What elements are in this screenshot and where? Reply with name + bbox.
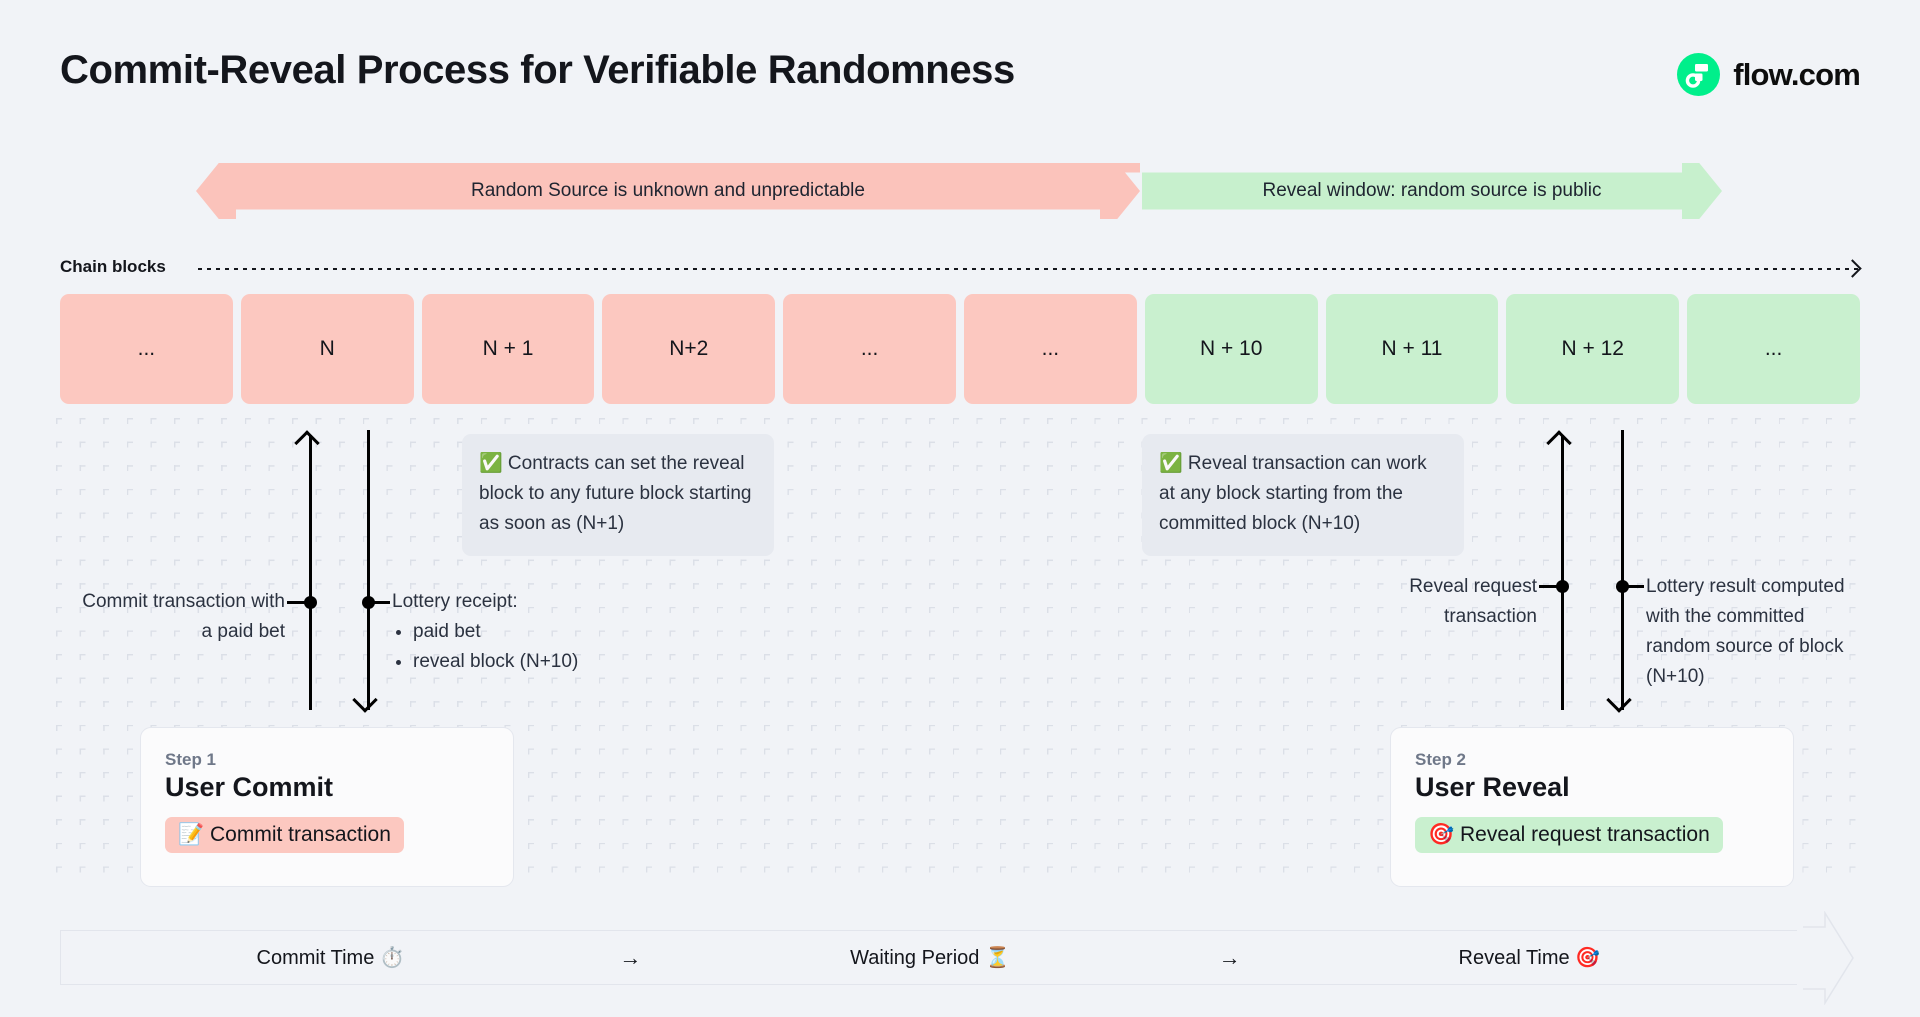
chain-block[interactable]: N+2 [602,294,776,404]
step-card-commit[interactable]: Step 1 User Commit 📝 Commit transaction [140,727,514,887]
chain-block[interactable]: ... [963,294,1137,404]
timeline-strip: Commit Time ⏱️ → Waiting Period ⏳ → Reve… [60,930,1800,985]
note-reveal-window: ✅ Reveal transaction can work at any blo… [1142,434,1464,556]
timeline-strip-arrowhead-icon [1797,911,1854,1005]
chain-block[interactable]: ... [60,294,233,404]
receipt-axis-down [367,430,370,710]
chain-block[interactable]: N + 1 [421,294,595,404]
label-commit-transaction: Commit transaction with a paid bet [82,591,285,642]
chain-block[interactable]: ... [1687,294,1860,404]
receipt-axis-down-arrow-icon [352,687,378,713]
step-card-reveal[interactable]: Step 2 User Reveal 🎯 Reveal request tran… [1390,727,1794,887]
reveal-axis-up-arrow-icon [1546,430,1572,456]
commit-transaction-pill[interactable]: 📝 Commit transaction [165,817,404,853]
chain-block[interactable]: ... [783,294,956,404]
chain-block[interactable]: N [240,294,414,404]
chain-block[interactable]: N + 12 [1506,294,1680,404]
timeline-segment-reveal: Reveal Time 🎯 [1458,947,1601,969]
chain-blocks-label: Chain blocks [60,257,166,276]
result-axis-stub [1622,585,1644,588]
brand-logo: flow.com [1677,53,1861,96]
chain-block[interactable]: N + 10 [1144,294,1318,404]
label-lottery-receipt: Lottery receipt: paid bet reveal block (… [392,587,682,677]
phase-banner-unknown: Random Source is unknown and unpredictab… [196,163,1140,219]
note-commit-window: ✅ Contracts can set the reveal block to … [462,434,774,556]
timeline-separator-arrow-icon: → [619,944,642,970]
label-lottery-receipt-title: Lottery receipt: [392,591,518,612]
timeline-segment-waiting: Waiting Period ⏳ [850,947,1010,969]
timeline-separator-arrow-icon: → [1218,944,1241,970]
list-item: paid bet [413,617,682,647]
step-card-reveal-title: User Reveal [1415,772,1570,802]
chain-blocks-row: ... N N + 1 N+2 ... ... N + 10 N + 11 N … [60,294,1860,404]
chain-timeline-arrow-icon [198,268,1858,270]
result-axis-down-arrow-icon [1606,687,1632,713]
phase-banner-reveal: Reveal window: random source is public [1142,163,1722,219]
step-card-commit-title: User Commit [165,772,334,802]
reveal-axis-up [1561,435,1564,710]
label-lottery-result: Lottery result computed with the committ… [1646,576,1845,687]
list-item: reveal block (N+10) [413,647,682,677]
phase-banner-unknown-label: Random Source is unknown and unpredictab… [471,180,865,201]
label-lottery-receipt-list: paid bet reveal block (N+10) [392,617,682,677]
brand-name: flow.com [1733,56,1861,92]
label-reveal-request: Reveal request transaction [1409,576,1537,627]
receipt-axis-stub [368,601,390,604]
phase-banner-reveal-label: Reveal window: random source is public [1262,180,1602,201]
commit-axis-stub [287,601,311,604]
flow-logo-icon [1677,53,1721,96]
page-title: Commit-Reveal Process for Verifiable Ran… [60,48,1015,92]
chain-block[interactable]: N + 11 [1325,294,1499,404]
commit-axis-up [309,435,312,710]
step-card-reveal-step: Step 2 [1415,750,1467,769]
reveal-request-transaction-pill[interactable]: 🎯 Reveal request transaction [1415,817,1723,853]
step-card-commit-step: Step 1 [165,750,217,769]
commit-axis-up-arrow-icon [294,430,320,456]
result-axis-down [1621,430,1624,710]
timeline-segment-commit: Commit Time ⏱️ [256,947,405,969]
reveal-axis-stub [1539,585,1563,588]
